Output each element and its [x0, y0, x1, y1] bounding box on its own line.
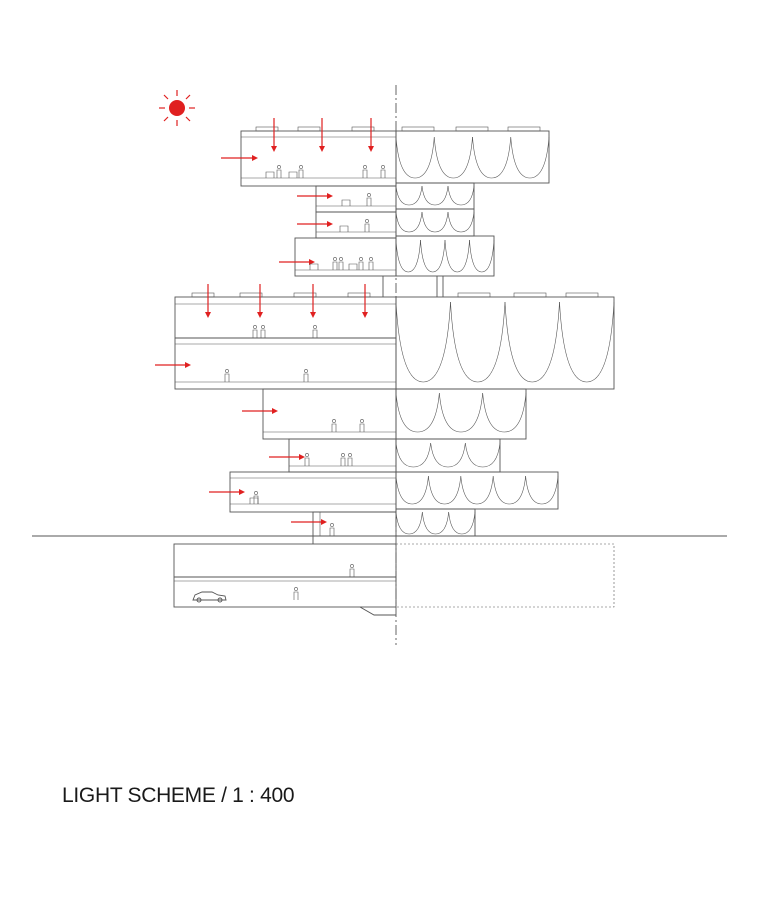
person-figure-icon: [260, 325, 266, 338]
light-arrow: [271, 118, 277, 152]
light-well-curve: [395, 511, 423, 535]
person-figure-icon: [347, 453, 353, 466]
person-figure-icon: [304, 453, 310, 466]
light-well-curve: [422, 511, 449, 535]
light-well-curve: [450, 301, 506, 383]
light-well-curve: [460, 475, 494, 505]
light-well-curve: [482, 392, 527, 433]
light-well-curve: [510, 136, 550, 179]
light-well-curve: [421, 211, 449, 233]
table-icon: [288, 171, 298, 178]
person-figure-icon: [312, 325, 318, 338]
light-arrow: [297, 193, 333, 199]
light-well-curve: [559, 301, 615, 383]
light-arrow: [155, 362, 191, 368]
car-icon: [192, 591, 227, 603]
floor-block: [288, 438, 397, 473]
light-well-curve: [433, 136, 473, 179]
light-arrow: [310, 284, 316, 318]
light-well-curve: [395, 136, 435, 179]
light-well-curve: [439, 392, 483, 433]
table-icon: [339, 225, 349, 232]
right-section: [395, 126, 615, 608]
person-figure-icon: [224, 369, 230, 382]
light-well-curve: [395, 239, 421, 273]
diagram-caption: LIGHT SCHEME / 1 : 400: [62, 784, 295, 807]
light-well-curve: [430, 442, 466, 468]
person-figure-icon: [293, 587, 299, 600]
light-arrow: [319, 118, 325, 152]
table-icon: [309, 263, 319, 270]
light-arrow: [209, 489, 245, 495]
light-arrow: [269, 454, 305, 460]
light-well-curve: [395, 185, 423, 206]
light-arrow: [205, 284, 211, 318]
light-wells: [395, 136, 615, 535]
light-arrow: [362, 284, 368, 318]
floor-block: [262, 388, 397, 440]
light-well-curve: [421, 185, 449, 206]
light-well-curve: [395, 211, 423, 233]
person-figure-icon: [331, 419, 337, 432]
light-well-curve: [395, 475, 429, 505]
left-section: [173, 126, 397, 616]
person-figure-icon: [298, 165, 304, 178]
person-figure-icon: [338, 257, 344, 270]
light-well-curve: [428, 475, 462, 505]
light-well-curve: [420, 239, 446, 273]
person-figure-icon: [332, 257, 338, 270]
light-well-curve: [395, 392, 440, 433]
person-figure-icon: [366, 193, 372, 206]
person-figure-icon: [364, 219, 370, 232]
light-well-curve: [469, 239, 495, 273]
sun-icon: [159, 90, 195, 126]
person-figure-icon: [349, 564, 355, 577]
floor-block: [315, 185, 397, 213]
light-arrow: [279, 259, 315, 265]
person-figure-icon: [303, 369, 309, 382]
person-figure-icon: [252, 325, 258, 338]
person-figure-icon: [329, 523, 335, 536]
person-figure-icon: [276, 165, 282, 178]
light-well-curve: [448, 511, 476, 535]
light-arrows: [155, 118, 374, 525]
people: [224, 165, 386, 600]
light-arrow: [242, 408, 278, 414]
light-well-curve: [447, 211, 475, 233]
light-well-curve: [465, 442, 501, 468]
light-arrow: [291, 519, 327, 525]
light-well-curve: [395, 301, 451, 383]
light-arrow: [297, 221, 333, 227]
person-figure-icon: [358, 257, 364, 270]
light-well-curve: [525, 475, 559, 505]
table-icon: [348, 263, 358, 270]
light-well-curve: [395, 442, 431, 468]
person-figure-icon: [362, 165, 368, 178]
light-arrow: [257, 284, 263, 318]
table-icon: [265, 171, 275, 178]
person-figure-icon: [380, 165, 386, 178]
person-figure-icon: [368, 257, 374, 270]
light-well-curve: [504, 301, 560, 383]
light-well-curve: [472, 136, 512, 179]
table-icon: [341, 199, 351, 206]
light-well-curve: [447, 185, 475, 206]
basement: [173, 543, 397, 608]
light-arrow: [221, 155, 258, 161]
light-arrow: [368, 118, 374, 152]
table-icon: [249, 497, 259, 504]
light-well-curve: [492, 475, 526, 505]
person-figure-icon: [340, 453, 346, 466]
person-figure-icon: [359, 419, 365, 432]
light-well-curve: [444, 239, 470, 273]
